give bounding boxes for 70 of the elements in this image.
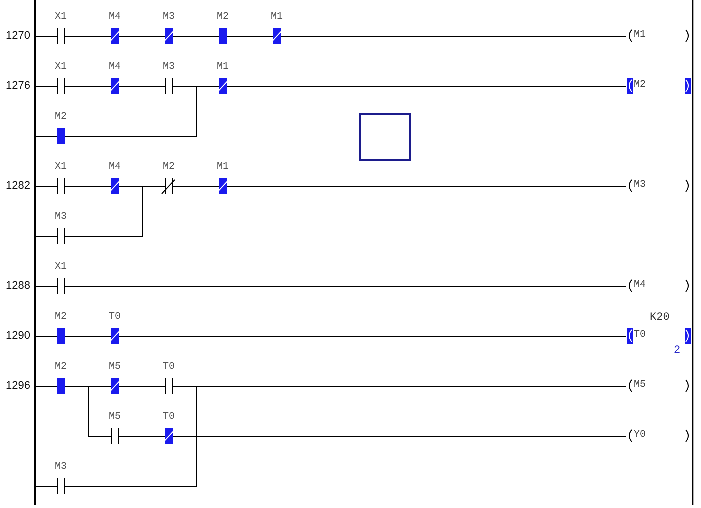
- wire: [234, 36, 266, 37]
- wire: [72, 86, 212, 137]
- wire: [72, 336, 104, 337]
- contact-label: M3: [54, 462, 68, 474]
- contact-label: M2: [162, 162, 176, 174]
- timer-setting: K20: [650, 312, 670, 324]
- contact-label: M1: [216, 162, 230, 174]
- contact-label: X1: [54, 162, 68, 174]
- wire: [288, 36, 626, 37]
- rung-number: 1276: [6, 80, 30, 92]
- wire: [72, 286, 626, 287]
- wire: [72, 386, 104, 437]
- contact-label: M1: [216, 62, 230, 74]
- wire: [36, 86, 50, 87]
- contact-label: T0: [108, 312, 122, 324]
- selection-box: [359, 113, 411, 161]
- coil-label: M1: [634, 30, 646, 42]
- coil-label: M4: [634, 280, 646, 292]
- wire: [72, 186, 158, 237]
- contact-label: M2: [216, 12, 230, 24]
- wire: [36, 36, 50, 37]
- wire: [72, 86, 104, 87]
- wire: [234, 86, 626, 87]
- wire: [126, 36, 158, 37]
- wire: [36, 386, 50, 387]
- contact-label: M4: [108, 62, 122, 74]
- contact-label: X1: [54, 262, 68, 274]
- rung-number: 1270: [6, 30, 30, 42]
- contact-label: T0: [162, 412, 176, 424]
- wire: [180, 36, 212, 37]
- wire: [126, 86, 158, 87]
- coil-label: T0: [634, 330, 646, 342]
- wire: [72, 386, 626, 487]
- wire: [36, 136, 50, 137]
- wire: [36, 186, 50, 187]
- wire: [72, 36, 104, 37]
- coil-label: M2: [634, 80, 646, 92]
- wire: [36, 486, 50, 487]
- wire: [36, 286, 50, 287]
- wire: [180, 436, 626, 437]
- coil-label: M3: [634, 180, 646, 192]
- contact-label: M3: [162, 62, 176, 74]
- rung-number: 1282: [6, 180, 30, 192]
- wire: [234, 186, 626, 187]
- contact-label: M2: [54, 312, 68, 324]
- wire: [126, 336, 626, 337]
- contact-label: M1: [270, 12, 284, 24]
- wire: [126, 436, 158, 437]
- contact-label: M4: [108, 12, 122, 24]
- contact-label: M5: [108, 412, 122, 424]
- contact-label: T0: [162, 362, 176, 374]
- contact-label: M2: [54, 112, 68, 124]
- wire: [36, 336, 50, 337]
- rung-number: 1296: [6, 380, 30, 392]
- wire: [126, 386, 158, 387]
- contact-label: M2: [54, 362, 68, 374]
- wire: [180, 186, 212, 187]
- rung-number: 1290: [6, 330, 30, 342]
- contact-label: X1: [54, 12, 68, 24]
- rung-number: 1288: [6, 280, 30, 292]
- contact-label: M3: [54, 212, 68, 224]
- coil-label: M5: [634, 380, 646, 392]
- contact-label: M4: [108, 162, 122, 174]
- contact-label: M5: [108, 362, 122, 374]
- contact-label: M3: [162, 12, 176, 24]
- coil-label: Y0: [634, 430, 646, 442]
- wire: [36, 236, 50, 237]
- wire: [72, 186, 104, 187]
- contact-label: X1: [54, 62, 68, 74]
- timer-setting: 2: [674, 345, 681, 357]
